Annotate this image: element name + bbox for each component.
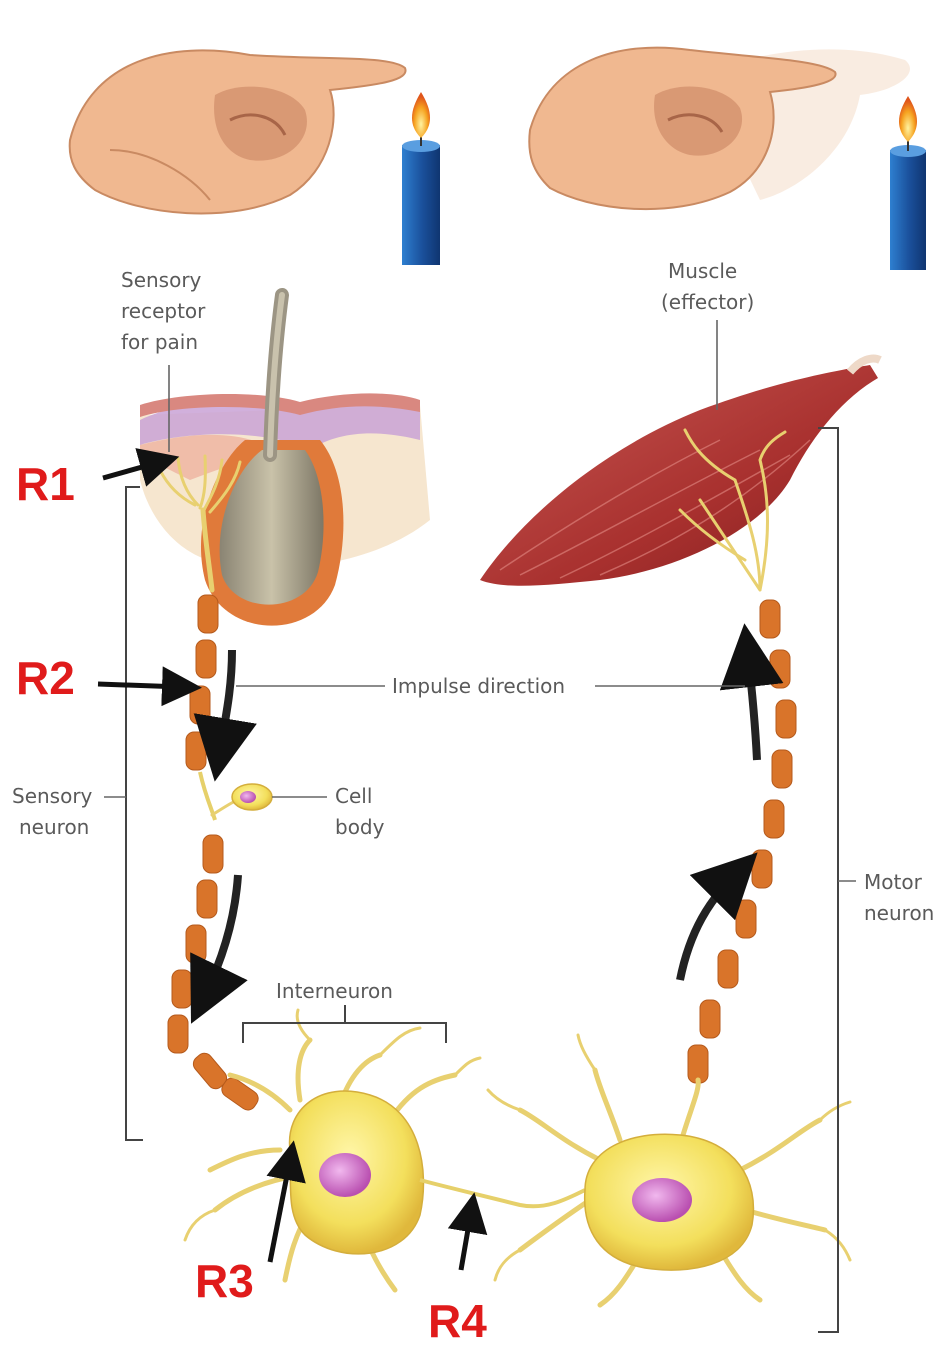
sensory-neuron-label: Sensory neuron (12, 784, 99, 839)
marker-r1: R1 (16, 458, 160, 510)
hand-near-candle-illustration (70, 50, 406, 213)
cell-body-label: Cell body (335, 784, 385, 839)
marker-r2: R2 (16, 652, 182, 704)
svg-text:R3: R3 (195, 1255, 254, 1307)
sensory-neuron-bracket (126, 487, 143, 1140)
interneuron-label: Interneuron (276, 979, 393, 1003)
motor-neuron-bracket (818, 428, 838, 1332)
candle-right-illustration (890, 96, 926, 270)
motor-neuron-label: Motor neuron (864, 870, 934, 925)
muscle-label: Muscle (effector) (661, 259, 754, 314)
muscle-illustration (480, 359, 880, 586)
motor-neuron-cell-illustration (488, 1035, 850, 1305)
impulse-arrows (205, 650, 757, 995)
marker-r4: R4 (428, 1212, 487, 1346)
sensory-receptor-label: Sensory receptor for pain (121, 268, 212, 354)
hand-withdrawn-illustration (529, 48, 910, 210)
svg-text:R4: R4 (428, 1295, 487, 1346)
candle-left-illustration (402, 92, 440, 265)
svg-text:R1: R1 (16, 458, 75, 510)
svg-text:R2: R2 (16, 652, 75, 704)
impulse-direction-label: Impulse direction (392, 674, 565, 698)
interneuron-bracket (243, 1005, 446, 1043)
